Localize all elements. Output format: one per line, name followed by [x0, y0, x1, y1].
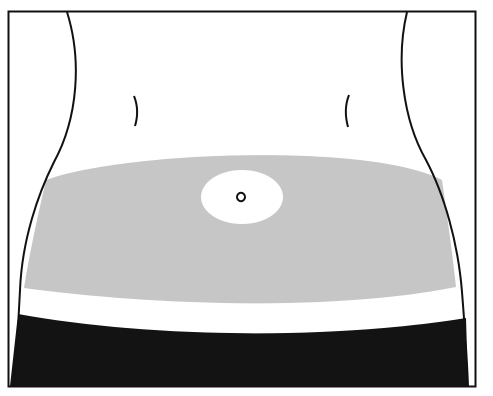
navel: [237, 193, 245, 201]
